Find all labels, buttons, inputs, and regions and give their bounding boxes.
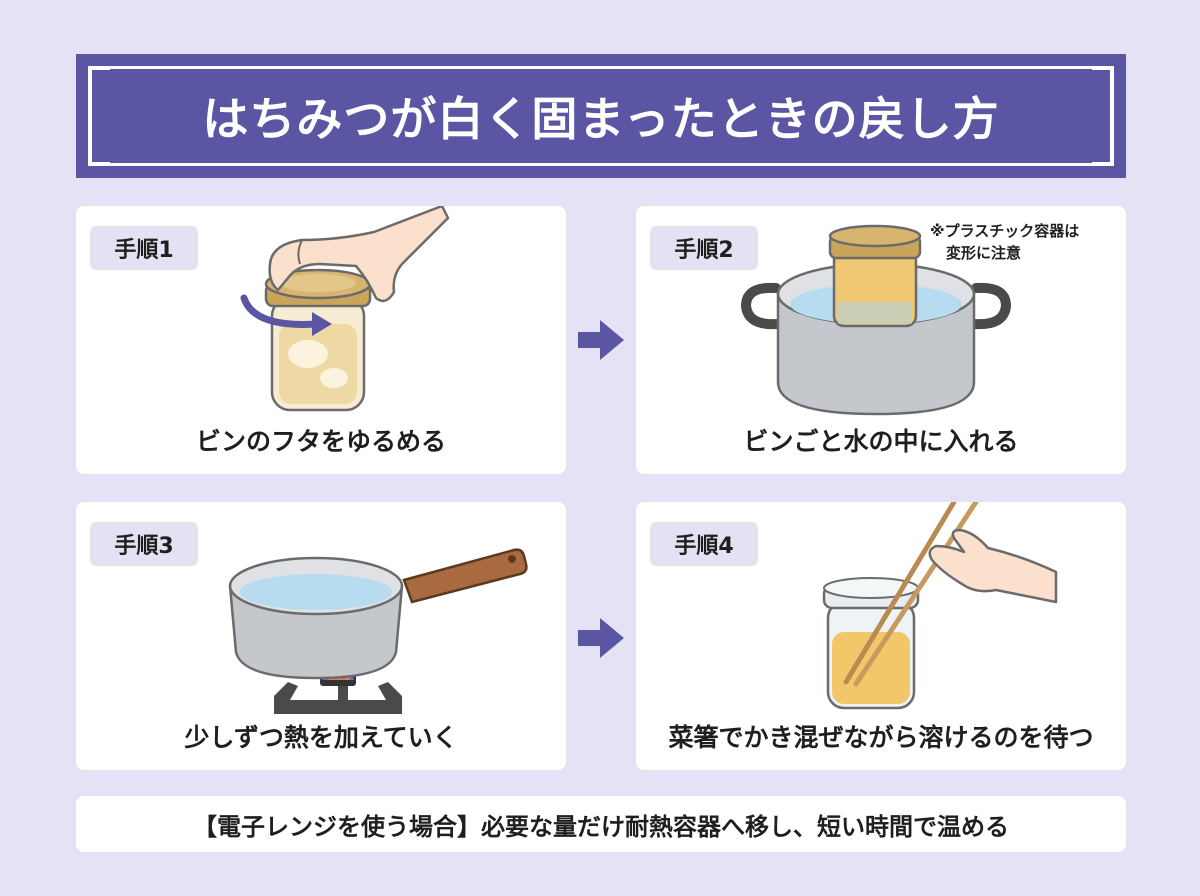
step-caption-3: 少しずつ熱を加えていく xyxy=(184,723,458,752)
step-caption-4: 菜箸でかき混ぜながら溶けるのを待つ xyxy=(668,723,1094,752)
jar-icon xyxy=(264,268,372,412)
microwave-tip: 【電子レンジを使う場合】必要な量だけ耐熱容器へ移し、短い時間で温める xyxy=(76,796,1126,852)
banner-right-bracket xyxy=(1092,66,1114,166)
pot-water-illustration xyxy=(740,224,1012,416)
right-arrow-icon xyxy=(578,320,624,360)
jar-lid-illustration xyxy=(240,206,450,412)
hand-icon xyxy=(268,206,450,303)
page-title: はちみつが白く固まったときの戻し方 xyxy=(202,92,1000,146)
banner-bottom-line xyxy=(98,163,1104,166)
step-card-1: 手順1 ビンのフタをゆるめる xyxy=(76,206,566,474)
rotate-arrow-icon xyxy=(240,294,332,336)
step-card-4: 手順4 菜箸でかき混ぜながら溶けるのを待つ xyxy=(636,502,1126,770)
step-caption-1: ビンのフタをゆるめる xyxy=(195,427,446,456)
title-banner: はちみつが白く固まったときの戻し方 xyxy=(76,54,1126,178)
step-badge-4: 手順4 xyxy=(650,522,758,566)
hand-icon xyxy=(928,528,1058,604)
jar-icon xyxy=(828,224,922,328)
note-line-2: 変形に注意 xyxy=(946,244,1022,262)
microwave-tip-text: 【電子レンジを使う場合】必要な量だけ耐熱容器へ移し、短い時間で温める xyxy=(193,812,1009,841)
right-arrow-icon xyxy=(578,618,624,658)
step-caption-2: ビンごと水の中に入れる xyxy=(743,427,1019,456)
banner-top-line xyxy=(98,66,1104,69)
note-line-1: ※プラスチック容器は xyxy=(930,222,1080,240)
step-card-3: 手順3 少しずつ熱を加えていく xyxy=(76,502,566,770)
plastic-warning-note: ※プラスチック容器は 変形に注意 xyxy=(930,220,1079,264)
step-badge-3: 手順3 xyxy=(90,522,198,566)
step-badge-2: 手順2 xyxy=(650,226,758,270)
step-card-2: 手順2 ※プラスチック容器は 変形に注意 ビンごと水の中に入れる xyxy=(636,206,1126,474)
banner-left-bracket xyxy=(88,66,110,166)
step-badge-1: 手順1 xyxy=(90,226,198,270)
stirring-illustration xyxy=(822,502,1058,710)
saucepan-stove-illustration xyxy=(228,548,528,714)
saucepan-icon xyxy=(228,548,528,680)
